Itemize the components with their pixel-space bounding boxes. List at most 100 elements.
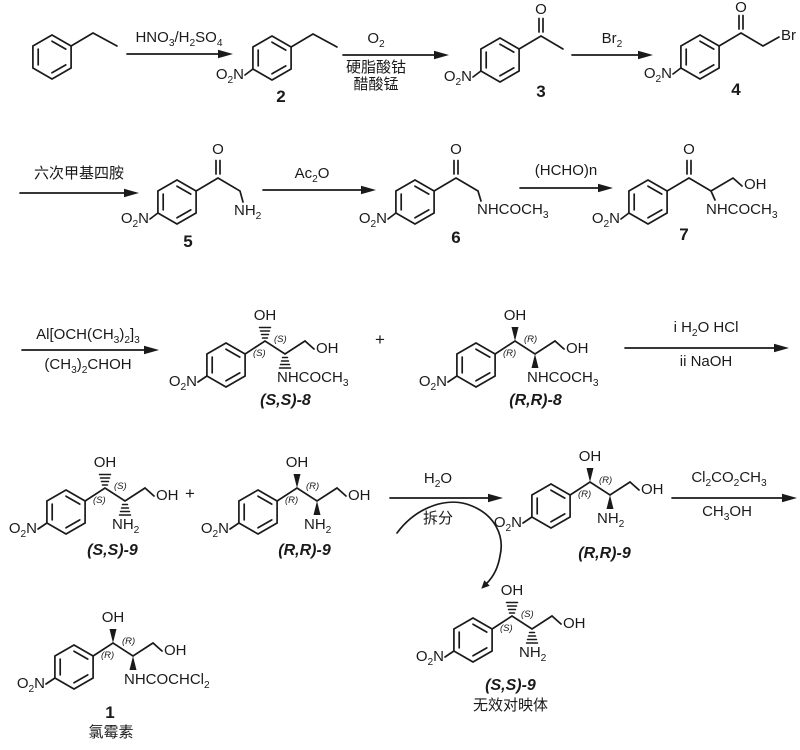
atom-label-oh: OH [503,307,527,324]
stereo-label-s: (S) [114,481,127,492]
compound-label-ss9-bottom: (S,S)-9 [485,677,536,694]
molecule-5 [149,159,244,225]
atom-label-oh: OH [156,487,179,504]
atom-label-oh: OH [285,454,309,471]
arrow-step8 [624,343,789,353]
arrow-step9 [389,493,503,503]
atom-label-o2n: O2N [358,210,387,230]
stereo-label-r: (R) [524,334,538,345]
compound-label-ss9: (S,S)-9 [87,542,138,559]
atom-label-nhcochcl2: NHCOCHCl2 [124,671,210,691]
atom-label-o: O [735,0,747,16]
reagent-step9-top: H2O [423,470,453,490]
compound-label-rr9: (R,R)-9 [278,542,331,559]
arrow-step1 [126,49,233,59]
reagent-step2-bottom2: 醋酸锰 [353,76,399,93]
reagent-step2-bottom1: 硬脂酸钴 [345,59,406,76]
atom-label-nh2: NH2 [304,516,332,536]
atom-label-o2n: O2N [591,210,620,230]
arrow-step6 [519,183,613,193]
atom-label-o2n: O2N [493,514,522,534]
atom-label-oh: OH [744,176,767,193]
atom-label-o: O [450,141,462,158]
arrow-step4 [19,188,139,198]
compound-label-rr8: (R,R)-8 [509,392,562,409]
atom-label-nh2: NH2 [112,516,140,536]
atom-label-o2n: O2N [443,68,472,88]
stereo-label-r: (R) [599,475,613,486]
arrow-step10 [671,493,797,503]
atom-label-o2n: O2N [200,520,229,540]
reagent-step7-top: Al[OCH(CH3)2]3 [36,326,140,346]
molecule-ss9 [37,473,155,535]
atom-label-nh2: NH2 [597,510,625,530]
compound-label-rr9: (R,R)-9 [578,545,631,562]
molecule-3 [472,17,564,83]
molecule-6 [387,159,482,225]
stereo-label-s: (S) [253,348,266,359]
compound-number-1: 1 [105,703,115,722]
atom-label-o2n: O2N [8,520,37,540]
compound-number-3: 3 [536,82,546,101]
reagent-step10-bottom: CH3OH [702,503,752,523]
arrow-step3 [571,50,653,60]
stereo-label-s: (S) [93,495,106,506]
stereo-label-r: (R) [578,489,592,500]
molecule-2 [244,33,338,81]
arrow-step5 [262,185,376,195]
reagent-step6: (HCHO)n [534,162,598,179]
atom-label-o2n: O2N [16,675,45,695]
atom-label-o: O [212,141,224,158]
compound-number-4: 4 [731,80,741,99]
stereo-label-r: (R) [306,481,320,492]
compound-number-2: 2 [276,87,286,106]
molecule-4 [672,14,780,80]
reagent-step8-top: i H2O HCl [673,319,739,339]
atom-label-oh: OH [253,307,277,324]
compound-number-7: 7 [679,225,689,244]
stereo-label-r: (R) [285,495,299,506]
atom-label-oh: OH [578,448,602,465]
atom-label-o2n: O2N [415,648,444,668]
atom-label-oh: OH [566,340,589,357]
reagent-step5: Ac2O [294,165,330,185]
molecule-rr9-b [522,468,640,529]
atom-label-br: Br [781,27,796,44]
reagent-step8-bottom: ii NaOH [679,353,733,370]
stereo-label-r: (R) [122,636,136,647]
atom-label-o2n: O2N [418,373,447,393]
atom-label-oh: OH [563,615,586,632]
reagent-step9-bottom: 拆分 [422,510,453,527]
atom-label-nh2: NH2 [234,202,262,222]
atom-label-o2n: O2N [215,66,244,86]
stereo-label-s: (S) [521,609,534,620]
atom-label-o2n: O2N [168,373,197,393]
reagent-step3: Br2 [601,30,623,50]
compound-name-chloramphenicol: 氯霉素 [88,724,134,741]
compound-number-5: 5 [183,232,193,251]
molecule-rr8 [447,327,565,388]
molecule-rr9-a [229,474,347,535]
atom-label-nhcoch3: NHCOCH3 [527,369,599,389]
plus-sign: + [185,484,195,503]
reagent-step1: HNO3/H2SO4 [135,29,223,49]
atom-label-o: O [683,141,695,158]
molecule-7 [620,159,743,225]
atom-label-nhcoch3: NHCOCH3 [477,201,549,221]
reagent-step7-bottom: (CH3)2CHOH [44,356,132,376]
molecule-ethylbenzene [32,32,118,80]
molecule-ss9-bottom [444,601,562,663]
reagent-step2-top: O2 [367,30,385,50]
plus-sign: + [375,330,385,349]
reagent-step10-top: Cl2CO2CH3 [691,469,767,489]
atom-label-oh: OH [164,642,187,659]
stereo-label-s: (S) [500,623,513,634]
stereo-label-r: (R) [101,650,115,661]
stereo-label-s: (S) [274,334,287,345]
atom-label-o: O [535,1,547,18]
arrow-resolution-curved [396,501,502,589]
stereo-label-r: (R) [503,348,517,359]
atom-label-nhcoch3: NHCOCH3 [706,201,778,221]
note-inactive-enantiomer: 无效对映体 [472,697,548,714]
